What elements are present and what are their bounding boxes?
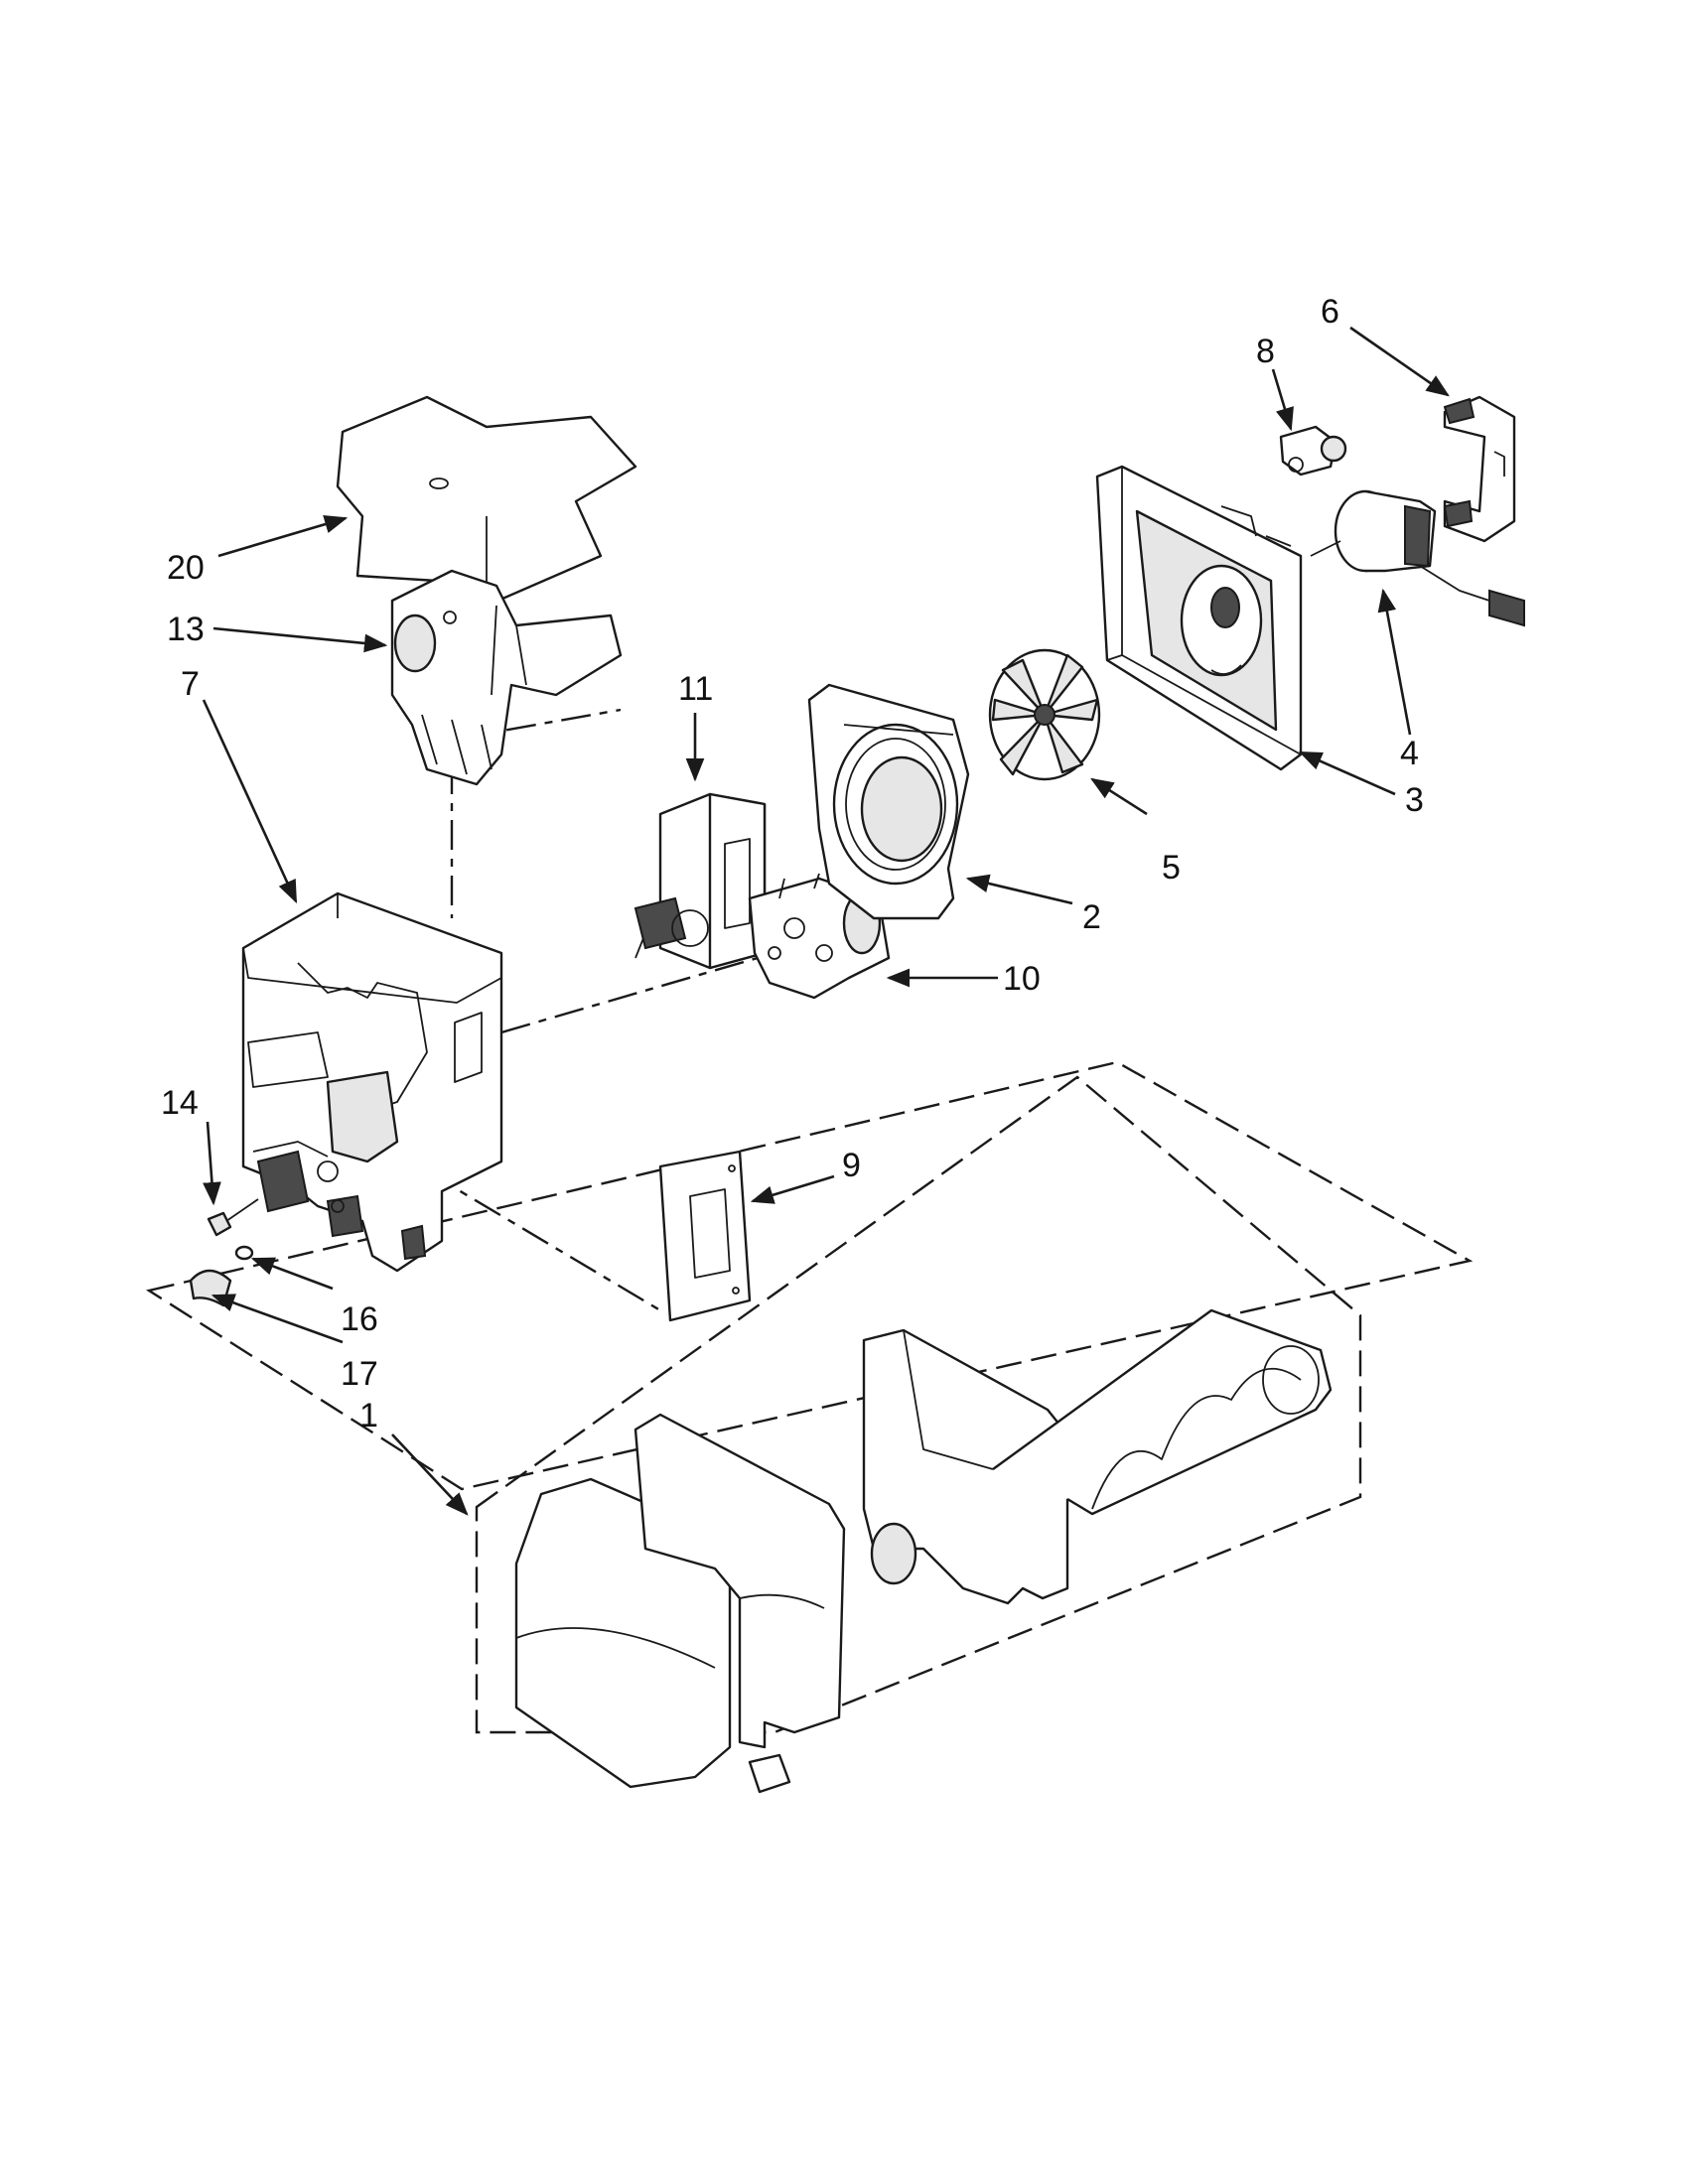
- part-ice-door-module: [633, 792, 767, 970]
- part-motor-bracket: [1279, 425, 1347, 477]
- callout-10: 10: [1003, 960, 1041, 998]
- callout-17: 17: [341, 1355, 378, 1393]
- leader-lines: [202, 326, 1450, 1516]
- callout-20: 20: [167, 549, 205, 587]
- part-fan-housing: [1095, 465, 1303, 771]
- part-ice-bucket-assembly: [514, 1308, 1333, 1794]
- callout-13: 13: [167, 611, 205, 648]
- part-fan-blade: [988, 648, 1101, 781]
- callout-4: 4: [1400, 735, 1419, 772]
- callout-6: 6: [1321, 293, 1339, 331]
- callout-2: 2: [1082, 898, 1101, 936]
- callout-1: 1: [359, 1397, 378, 1434]
- part-dispenser-housing: [241, 891, 503, 1273]
- callout-14: 14: [161, 1084, 199, 1122]
- part-fan-motor: [1310, 489, 1525, 627]
- part-washer: [234, 1245, 254, 1261]
- part-insulation-sheet: [336, 395, 637, 608]
- callout-16: 16: [341, 1300, 378, 1338]
- callout-labels: 20 13 7 11 2 10 5 3 4 6 8 9 14 16 17 1: [161, 293, 1424, 1434]
- part-fan-shroud: [807, 683, 970, 920]
- part-ice-chute: [390, 569, 623, 786]
- callout-8: 7: [181, 665, 200, 703]
- callout-7: 8: [1256, 333, 1275, 370]
- part-gasket-frame: [658, 1150, 752, 1322]
- part-screw: [207, 1198, 259, 1237]
- callout-5: 5: [1162, 849, 1181, 887]
- callout-11: 11: [678, 670, 713, 708]
- part-motor-mount: [1443, 395, 1516, 543]
- callout-3: 3: [1405, 781, 1424, 819]
- callout-9: 9: [842, 1147, 861, 1184]
